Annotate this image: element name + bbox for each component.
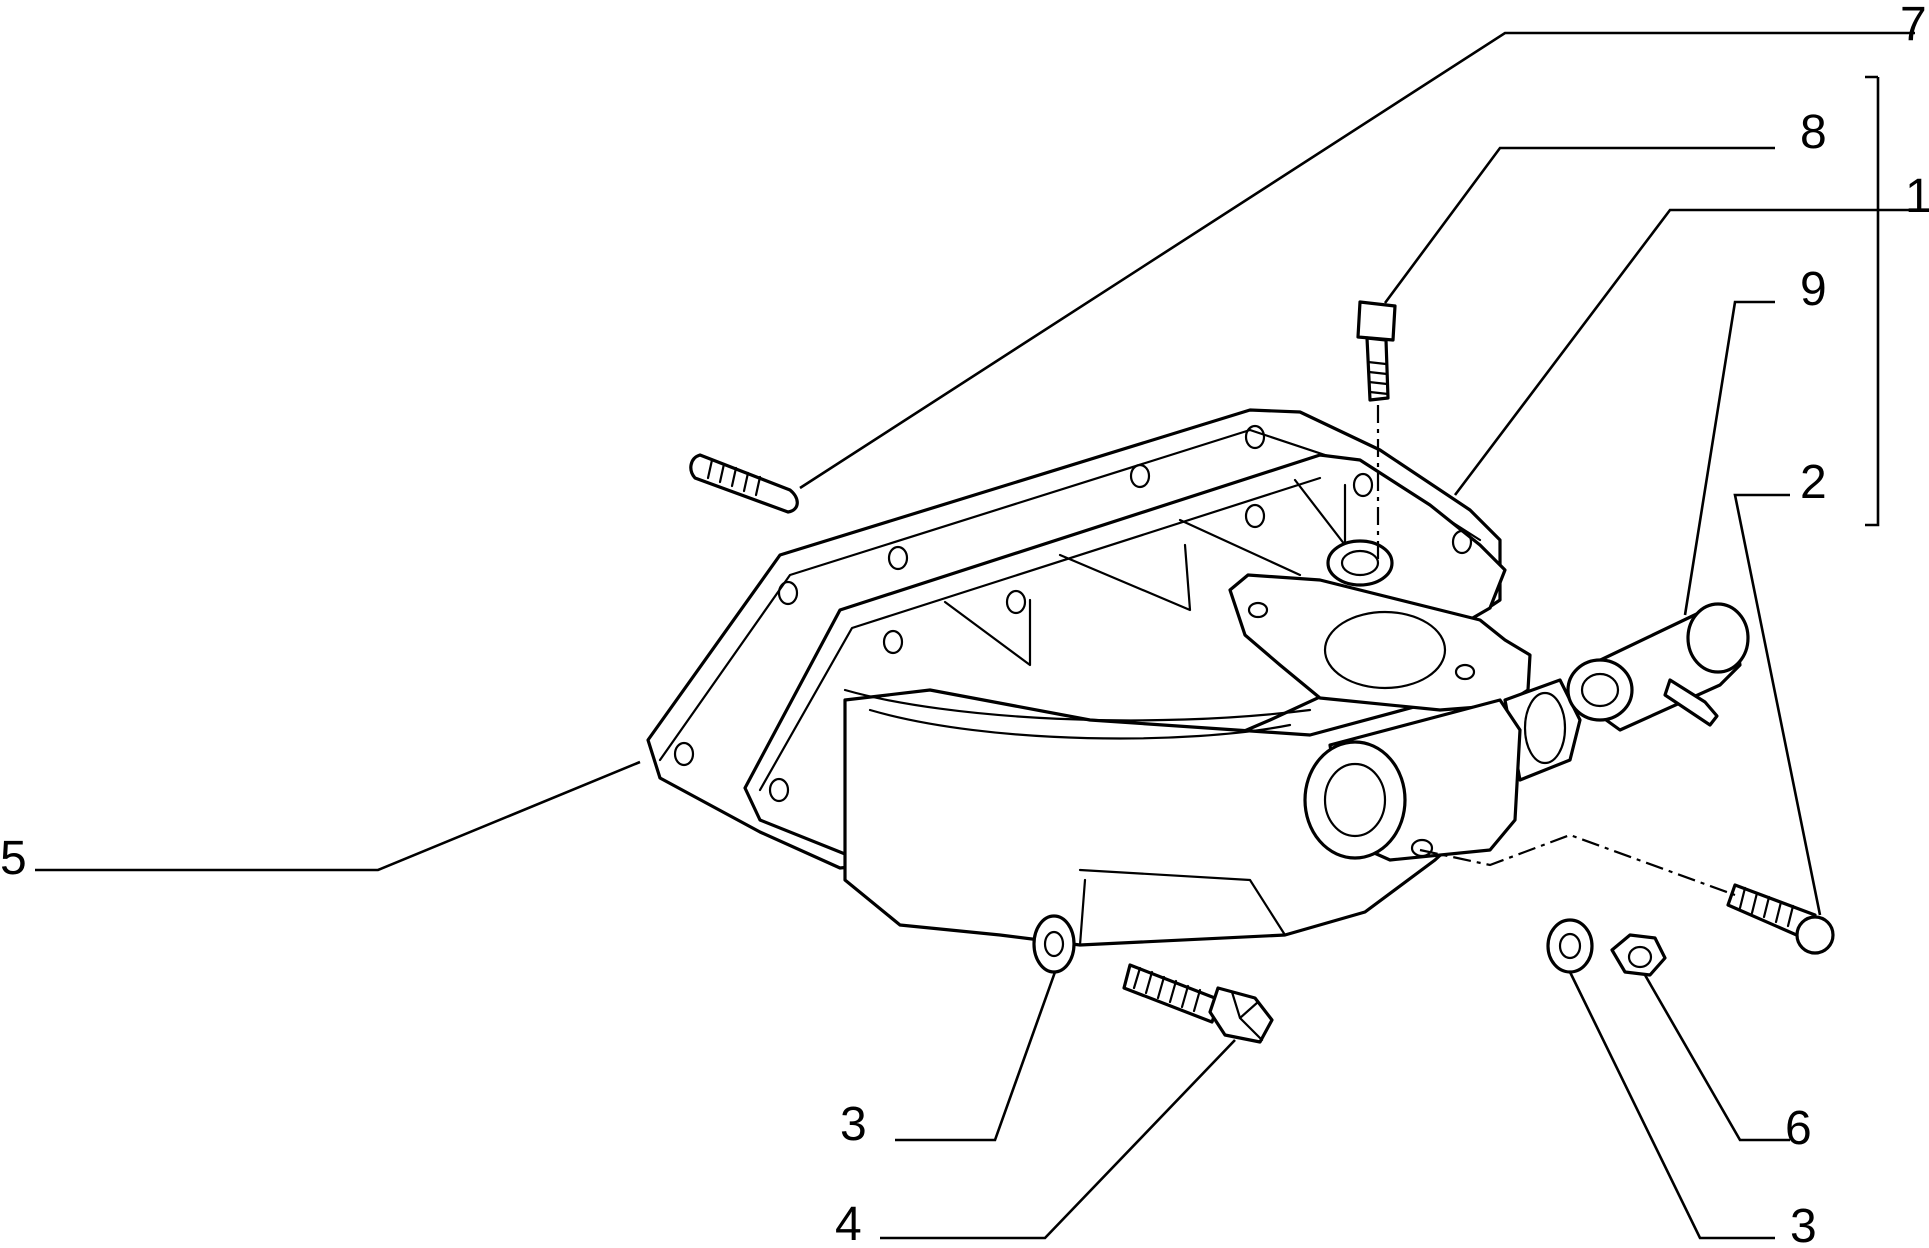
callout-7: 7 [1900,0,1927,51]
callout-1: 1 [1905,170,1929,223]
callout-8: 8 [1800,106,1827,159]
callout-6: 6 [1785,1102,1812,1155]
bolt-lower [1122,963,1274,1044]
callout-2: 2 [1800,456,1827,509]
callout-5: 5 [0,832,27,885]
callout-3-left: 3 [840,1098,867,1151]
screw-side [1726,883,1835,955]
callout-9: 9 [1800,263,1827,316]
leader-lines [35,31,1915,1240]
callout-3-right: 3 [1790,1200,1817,1248]
housing-body [743,453,1582,947]
washer-left [1032,914,1076,974]
screw-top [1356,300,1397,402]
union-fitting [1566,602,1750,732]
nut [1610,933,1667,977]
washer-right [1546,918,1594,974]
callout-4: 4 [835,1198,862,1248]
stud [689,453,799,514]
centerline-screw-side [1419,833,1736,897]
